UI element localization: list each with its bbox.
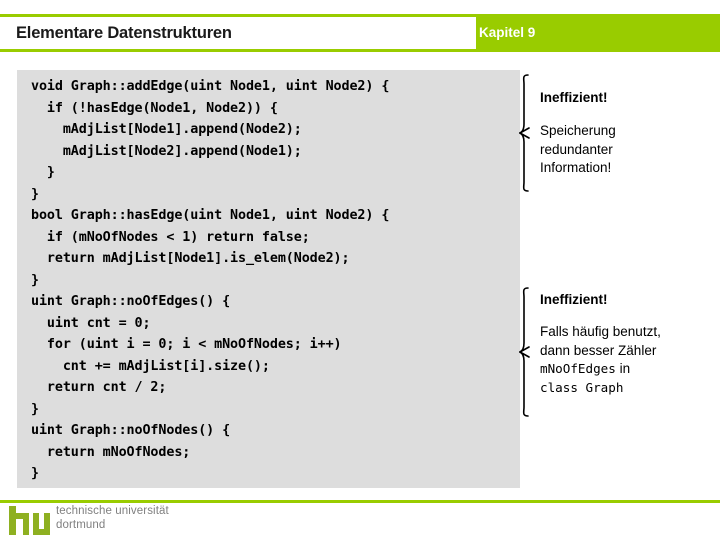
footer-divider — [0, 500, 720, 503]
slide-header-band: Elementare Datenstrukturen Kapitel 9 — [0, 14, 720, 52]
annotation-top-title: Ineffizient! — [540, 90, 608, 105]
curly-brace-icon — [519, 287, 530, 417]
annotation-brace-bottom — [519, 287, 541, 417]
annotation-top-line-1: Speicherung — [540, 123, 616, 138]
annotation-bottom-body: Falls häufig benutzt, dann besser Zähler… — [540, 323, 720, 397]
tu-logo-icon — [9, 506, 50, 535]
annotation-bottom-line-1: Falls häufig benutzt, — [540, 324, 661, 339]
annotation-bottom-line-2: dann besser Zähler — [540, 342, 657, 358]
curly-brace-icon — [519, 74, 530, 192]
annotation-bottom-title: Ineffizient! — [540, 292, 608, 307]
annotation-brace-top — [519, 74, 541, 192]
header-title-plate — [0, 17, 476, 49]
annotation-code-identifier: mNoOfEdges — [540, 361, 616, 376]
chapter-label: Kapitel 9 — [479, 25, 536, 40]
tu-dortmund-logo: technische universität dortmund — [8, 505, 258, 536]
code-listing: void Graph::addEdge(uint Node1, uint Nod… — [31, 79, 390, 481]
page-title: Elementare Datenstrukturen — [16, 24, 232, 42]
annotation-top-line-2: redundanter — [540, 141, 613, 157]
logo-line-2: dortmund — [56, 518, 106, 531]
annotation-top-body: Speicherung redundanter Information! — [540, 122, 715, 178]
logo-wordmark: technische universität dortmund — [56, 505, 169, 532]
logo-line-1: technische universität — [56, 505, 169, 517]
code-block: void Graph::addEdge(uint Node1, uint Nod… — [17, 70, 520, 488]
annotation-bottom-line-3: mNoOfEdges in — [540, 360, 720, 379]
annotation-code-class: class Graph — [540, 379, 624, 395]
annotation-top-line-3: Information! — [540, 160, 612, 175]
annotation-bottom-line-3-tail: in — [615, 361, 631, 376]
annotation-bottom-line-4: class Graph — [540, 379, 720, 398]
